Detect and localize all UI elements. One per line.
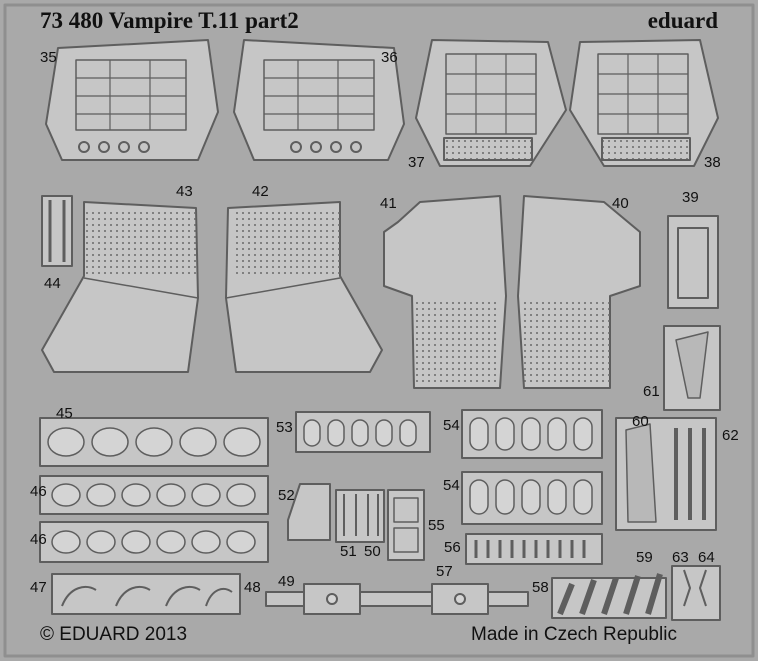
part-number: 62	[722, 427, 739, 444]
part-number: 51	[340, 543, 357, 560]
part-56	[465, 533, 603, 565]
copyright-text: © EDUARD 2013	[40, 624, 188, 645]
part-number: 53	[276, 419, 293, 436]
part-number: 37	[408, 154, 425, 171]
fret-title: 73 480 Vampire T.11 part2	[40, 8, 299, 33]
part-number: 39	[682, 189, 699, 206]
part-35	[45, 39, 219, 161]
part-number: 38	[704, 154, 721, 171]
part-number: 44	[44, 275, 61, 292]
part-number: 55	[428, 517, 445, 534]
part-number: 60	[632, 413, 649, 430]
part-number: 57	[436, 563, 453, 580]
part-number: 36	[381, 49, 398, 66]
part-number: 42	[252, 183, 269, 200]
part-number: 59	[636, 549, 653, 566]
part-number: 43	[176, 183, 193, 200]
brand-logo: eduard	[647, 8, 718, 33]
part-47-48	[51, 573, 241, 615]
part-number: 35	[40, 49, 57, 66]
part-number: 47	[30, 579, 47, 596]
part-number: 46	[30, 483, 47, 500]
part-number: 54	[443, 477, 460, 494]
part-63-64	[671, 565, 721, 621]
part-number: 52	[278, 487, 295, 504]
part-35-panel	[75, 59, 187, 131]
part-number: 54	[443, 417, 460, 434]
part-number: 48	[244, 579, 261, 596]
part-number: 58	[532, 579, 549, 596]
part-number: 49	[278, 573, 295, 590]
origin-text: Made in Czech Republic	[471, 624, 677, 645]
part-number: 64	[698, 549, 715, 566]
part-52	[287, 483, 331, 541]
part-39	[667, 215, 719, 309]
part-44	[41, 195, 73, 267]
part-number: 50	[364, 543, 381, 560]
part-number: 40	[612, 195, 629, 212]
part-number: 56	[444, 539, 461, 556]
part-number: 63	[672, 549, 689, 566]
part-number: 41	[380, 195, 397, 212]
part-number: 46	[30, 531, 47, 548]
part-number: 45	[56, 405, 73, 422]
fret-frame	[3, 3, 755, 658]
part-number: 61	[643, 383, 660, 400]
